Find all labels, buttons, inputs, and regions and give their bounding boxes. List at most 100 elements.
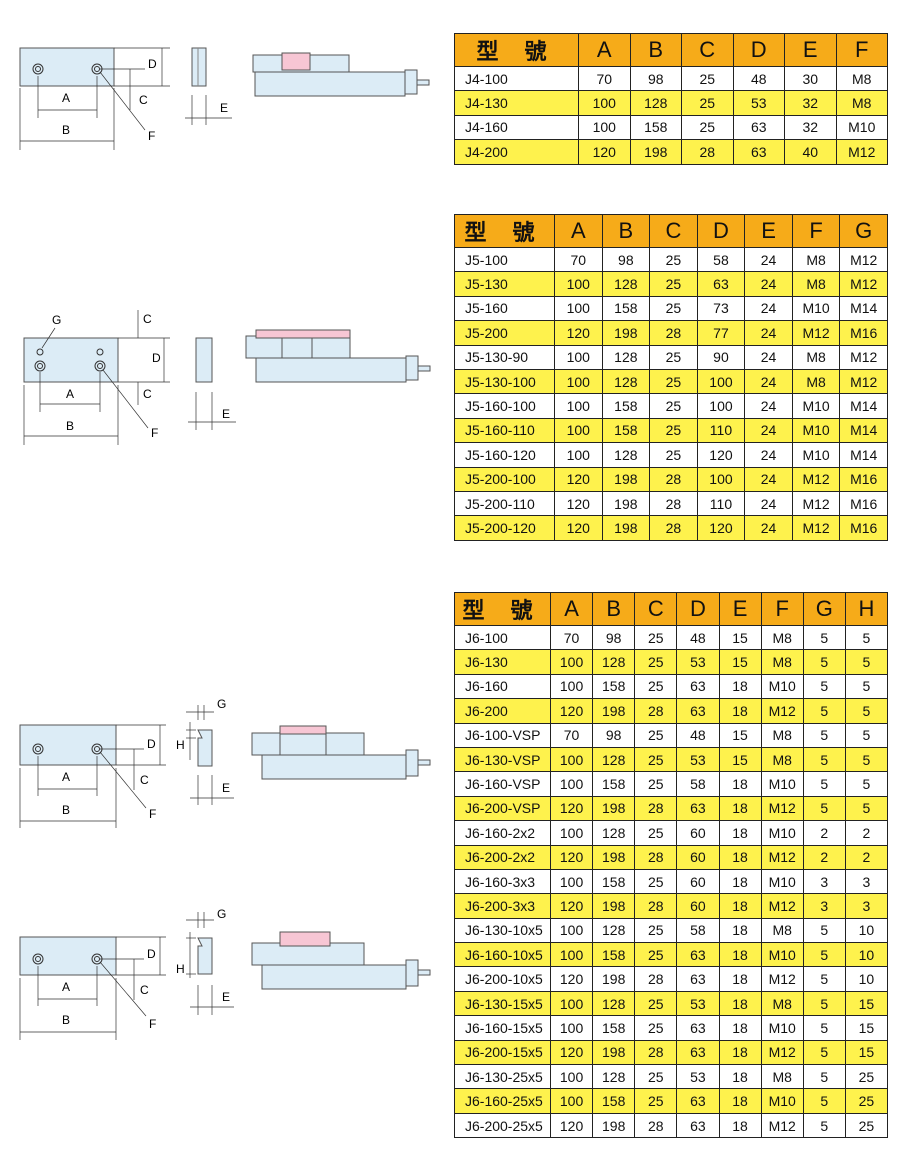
value-cell: M12 <box>760 698 804 724</box>
value-cell: 25 <box>634 868 678 895</box>
label-A: A <box>62 91 70 105</box>
value-cell: 15 <box>718 722 762 748</box>
value-cell: 198 <box>601 515 651 541</box>
j6b-side-view: G H E <box>176 907 234 1015</box>
value-cell: 5 <box>802 1112 846 1139</box>
column-header-d: D <box>696 214 746 248</box>
model-cell: J4-100 <box>454 65 579 92</box>
value-cell: 60 <box>676 844 720 870</box>
j4-vise-view <box>252 52 430 97</box>
value-cell: 70 <box>578 65 631 92</box>
model-cell: J6-130-10x5 <box>454 917 551 944</box>
value-cell: 28 <box>681 139 734 165</box>
value-cell: 28 <box>649 515 698 541</box>
value-cell: M8 <box>791 368 841 395</box>
value-cell: 70 <box>549 624 594 651</box>
value-cell: 77 <box>696 320 746 346</box>
value-cell: 110 <box>696 490 746 517</box>
value-cell: 63 <box>676 1112 720 1139</box>
column-header-e: E <box>744 214 793 248</box>
value-cell: 25 <box>649 368 698 395</box>
value-cell: 15 <box>844 990 889 1017</box>
value-cell: M14 <box>839 417 888 444</box>
label-D: D <box>147 947 156 961</box>
value-cell: 5 <box>802 917 846 944</box>
value-cell: M8 <box>791 246 841 273</box>
value-cell: 100 <box>554 344 603 370</box>
value-cell: 73 <box>696 295 746 322</box>
value-cell: M12 <box>791 490 841 517</box>
label-E: E <box>222 990 230 1004</box>
value-cell: 48 <box>732 65 785 92</box>
value-cell: M14 <box>839 442 888 468</box>
value-cell: M12 <box>839 271 888 297</box>
column-header-c: C <box>681 33 734 67</box>
value-cell: 25 <box>844 1112 889 1139</box>
j5-vise-view <box>245 329 431 383</box>
model-cell: J6-130-VSP <box>454 746 551 773</box>
value-cell: 5 <box>844 746 889 773</box>
value-cell: 28 <box>634 698 678 724</box>
model-cell: J5-200-100 <box>454 466 555 492</box>
model-cell: J4-200 <box>454 139 579 165</box>
value-cell: 120 <box>549 1112 594 1139</box>
value-cell: M8 <box>791 271 841 297</box>
value-cell: 25 <box>649 246 698 273</box>
value-cell: 25 <box>649 344 698 370</box>
value-cell: 5 <box>844 649 889 675</box>
model-cell: J5-200 <box>454 320 555 346</box>
value-cell: 3 <box>844 893 889 919</box>
value-cell: 25 <box>649 393 698 419</box>
value-cell: 198 <box>592 795 636 822</box>
value-cell: M8 <box>760 722 804 748</box>
value-cell: 2 <box>802 820 846 846</box>
value-cell: 128 <box>601 271 651 297</box>
value-cell: 53 <box>676 746 720 773</box>
model-cell: J6-200-VSP <box>454 795 551 822</box>
label-C: C <box>139 93 148 107</box>
column-header-f: F <box>791 214 841 248</box>
value-cell: 100 <box>549 917 594 944</box>
column-header-a: A <box>578 33 631 67</box>
value-cell: 25 <box>649 295 698 322</box>
value-cell: 2 <box>844 844 889 870</box>
column-header-a: A <box>549 592 594 626</box>
value-cell: 198 <box>601 320 651 346</box>
value-cell: 15 <box>718 746 762 773</box>
value-cell: M14 <box>839 295 888 322</box>
value-cell: 25 <box>634 673 678 700</box>
hole <box>96 348 104 356</box>
model-cell: J5-160-110 <box>454 417 555 444</box>
value-cell: 18 <box>718 820 762 846</box>
value-cell: 53 <box>732 90 785 116</box>
model-cell: J5-160-100 <box>454 393 555 419</box>
value-cell: 18 <box>718 771 762 797</box>
j4-front-view: A B D C F <box>19 47 170 150</box>
j6-vise-view <box>251 725 431 780</box>
column-header-model: 型 號 <box>454 592 551 626</box>
value-cell: 25 <box>634 917 678 944</box>
value-cell: 120 <box>554 466 603 492</box>
value-cell: M16 <box>839 515 888 541</box>
value-cell: 5 <box>802 1015 846 1041</box>
value-cell: 18 <box>718 1039 762 1066</box>
value-cell: 18 <box>718 698 762 724</box>
value-cell: 100 <box>549 990 594 1017</box>
value-cell: 28 <box>649 490 698 517</box>
value-cell: 100 <box>549 1015 594 1041</box>
value-cell: 158 <box>592 1015 636 1041</box>
value-cell: M10 <box>791 417 841 444</box>
value-cell: 198 <box>592 966 636 992</box>
